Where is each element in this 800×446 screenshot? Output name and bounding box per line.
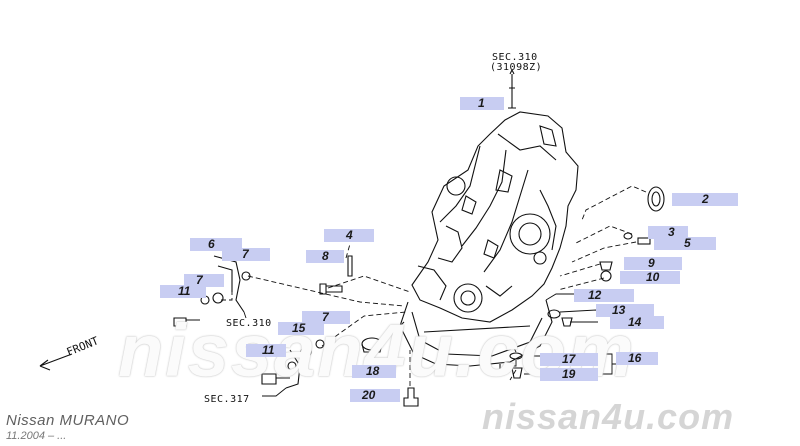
callout-7-lower[interactable]: 7 bbox=[302, 310, 350, 324]
callout-16[interactable]: 16 bbox=[616, 351, 658, 365]
callout-18[interactable]: 18 bbox=[352, 364, 396, 378]
callout-13[interactable]: 13 bbox=[596, 303, 654, 317]
callout-10[interactable]: 10 bbox=[620, 270, 680, 284]
callout-12[interactable]: 12 bbox=[574, 288, 634, 302]
sec-310-left-label: SEC.310 bbox=[226, 318, 272, 329]
callout-1[interactable]: 1 bbox=[460, 96, 504, 110]
callout-8[interactable]: 8 bbox=[306, 249, 344, 263]
callout-3[interactable]: 3 bbox=[648, 225, 688, 239]
callout-9[interactable]: 9 bbox=[624, 256, 682, 270]
sec-310-code-label: (31098Z) bbox=[490, 62, 543, 73]
callout-7-upper[interactable]: 7 bbox=[222, 247, 270, 261]
callout-7-mid[interactable]: 7 bbox=[184, 273, 224, 287]
callout-11-upper[interactable]: 11 bbox=[160, 284, 206, 298]
callout-19[interactable]: 19 bbox=[540, 367, 598, 381]
sec-310-top-label: SEC.310 bbox=[492, 52, 538, 63]
footer-date: 11.2004 – ... bbox=[6, 430, 67, 442]
sec-317-label: SEC.317 bbox=[204, 394, 250, 405]
callout-4[interactable]: 4 bbox=[324, 228, 374, 242]
callout-20[interactable]: 20 bbox=[350, 388, 400, 402]
transmission-case bbox=[411, 111, 579, 323]
callout-15[interactable]: 15 bbox=[278, 321, 324, 335]
oil-pan bbox=[399, 299, 553, 367]
brand-logo: nissan4u.com bbox=[482, 396, 735, 437]
callout-2[interactable]: 2 bbox=[672, 192, 738, 206]
callout-14[interactable]: 14 bbox=[610, 315, 664, 329]
footer-model: Nissan MURANO bbox=[6, 412, 130, 429]
callout-11-lower[interactable]: 11 bbox=[246, 343, 286, 357]
callout-5[interactable]: 5 bbox=[654, 236, 716, 250]
callout-17[interactable]: 17 bbox=[540, 352, 598, 366]
callout-6[interactable]: 6 bbox=[190, 237, 242, 251]
